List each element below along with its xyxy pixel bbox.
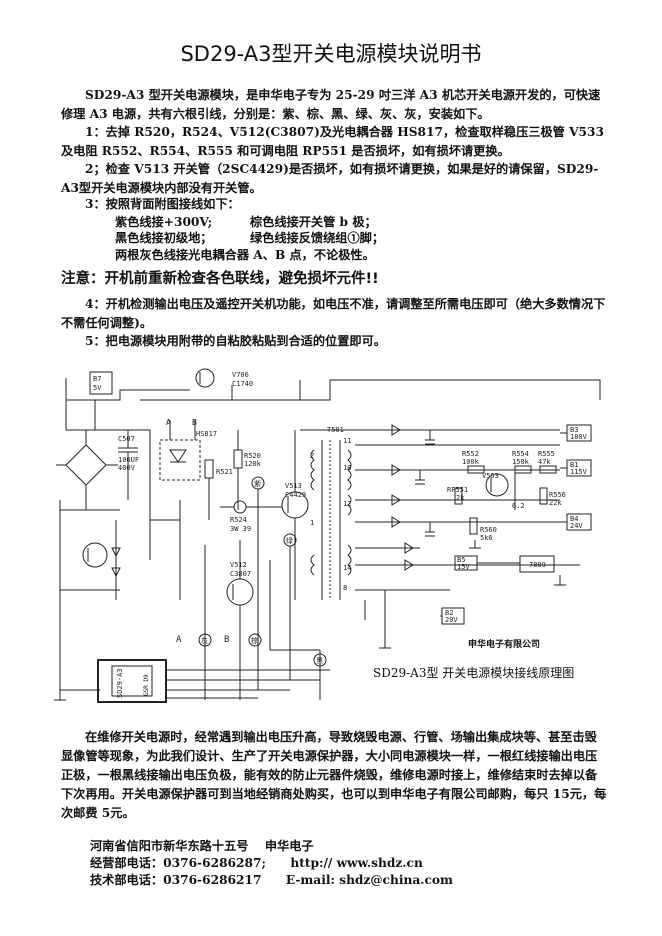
label-w11: 11 — [343, 437, 351, 445]
label-r524v: 3W 39 — [230, 525, 251, 533]
closing-paragraph: 在维修开关电源时，经常遇到输出电压升高，导致烧毁电源、行管、场输出集成块等、甚至… — [61, 730, 607, 820]
label-r560: R560 — [480, 526, 497, 534]
label-b5: B5 — [457, 556, 465, 564]
label-w1: 1 — [310, 519, 314, 527]
step-3: 3：按照背面附图接线如下： — [85, 197, 240, 211]
label-ic7809: 7809 — [529, 561, 546, 569]
label-r520v: 120k — [244, 460, 262, 468]
label-b7: B7 — [93, 375, 101, 383]
intro-paragraph: SD29-A3 型开关电源模块，是申华电子专为 25-29 吋三洋 A3 机芯开… — [61, 88, 601, 121]
label-b1: B1 — [570, 461, 578, 469]
label-a2: A — [176, 635, 182, 645]
label-r560v: 5k6 — [480, 534, 493, 542]
module-name: SD29-A3 — [116, 668, 124, 698]
label-r554v: 150k — [512, 458, 530, 466]
label-r555: R555 — [538, 450, 555, 458]
label-c507v2: 400V — [118, 464, 136, 472]
label-w14: 14 — [343, 564, 351, 572]
label-purple: 紫 — [254, 480, 261, 488]
label-r554: R554 — [512, 450, 529, 458]
step-2: 2；检查 V513 开关管（2SC4429)是否损坏，如有损坏请更换，如果是好的… — [61, 162, 599, 195]
label-c1740: C1740 — [232, 380, 253, 388]
step-5: 5：把电源模块用附带的自粘胶粘贴到合适的位置即可。 — [85, 334, 386, 348]
label-b: B — [192, 418, 197, 427]
label-hs817: HS817 — [196, 430, 217, 438]
label-r556v: 22k — [549, 499, 562, 507]
wiring-black: 黑色线接初级地； — [115, 231, 213, 245]
label-r521: R521 — [216, 468, 233, 476]
notice: 注意：开机前重新检查各色联线，避免损坏元件!! — [61, 271, 379, 287]
label-r552: R552 — [462, 450, 479, 458]
label-r552v: 100k — [462, 458, 480, 466]
label-v553: V553 — [482, 472, 499, 480]
label-black: 黑 — [316, 657, 323, 665]
label-v62: 6.2 — [512, 502, 525, 510]
step-1: 1：去掉 R520，R524、V512(C3807)及光电耦合器 HS817，检… — [61, 125, 604, 158]
label-rp551: RP551 — [447, 486, 468, 494]
label-c507v1: 100UF — [118, 456, 139, 464]
label-rp551v: 2k — [456, 494, 465, 502]
label-b3v: 180V — [570, 433, 588, 441]
label-r555v: 47k — [538, 458, 551, 466]
label-b4v: 24V — [570, 522, 583, 530]
label-v512: V512 — [230, 561, 247, 569]
label-b5v: 15V — [457, 563, 470, 571]
label-b7v: 5V — [93, 384, 102, 392]
contact-address: 河南省信阳市新华东路十五号 申华电子 — [90, 839, 314, 853]
label-green: 绿 — [286, 536, 293, 545]
label-r524: R524 — [230, 516, 247, 524]
label-a: A — [166, 418, 171, 427]
wiring-green: 绿色线接反馈绕组①脚； — [250, 231, 385, 245]
label-r520: R520 — [244, 452, 261, 460]
label-b2l: B — [224, 635, 229, 645]
label-c507: C507 — [118, 435, 135, 443]
module-sub: GSR D9 — [143, 674, 150, 696]
label-b3: B3 — [570, 426, 578, 434]
label-gray2: 棕 — [251, 636, 258, 645]
label-v513: V513 — [285, 482, 302, 490]
wiring-purple: 紫色线接+300V; — [115, 215, 213, 229]
label-c4429: C4429 — [285, 491, 306, 499]
label-w8: 8 — [343, 584, 347, 592]
label-v706: V706 — [232, 371, 249, 379]
label-w10: 10 — [343, 464, 351, 472]
label-r556: R556 — [549, 491, 566, 499]
label-c3807: C3807 — [230, 570, 251, 578]
diagram-caption: SD29-A3型 开关电源模块接线原理图 — [373, 666, 575, 680]
diagram-company-label: 申华电子有限公司 — [468, 640, 541, 650]
page-title: SD29-A3型开关电源模块说明书 — [180, 42, 482, 66]
label-b2: B2 — [445, 609, 453, 617]
label-b2v: 20V — [445, 616, 458, 624]
label-t501: T501 — [327, 426, 344, 434]
label-b1v: 115V — [570, 468, 588, 476]
contact-sales: 经营部电话：0376-6286287; http:// www.shdz.cn — [90, 856, 423, 870]
contact-tech: 技术部电话：0376-6286217 E-mail: shdz@china.co… — [90, 873, 453, 887]
step-4: 4：开机检测输出电压及遥控开关机功能，如电压不准，请调整至所需电压即可（绝大多数… — [61, 297, 606, 330]
label-w12: 12 — [343, 500, 351, 508]
label-w2: 2 — [310, 452, 314, 460]
label-b4: B4 — [570, 515, 578, 523]
label-gray1: 灰 — [201, 636, 208, 645]
wiring-gray: 两根灰色线接光电耦合器 A、B 点，不论极性。 — [115, 248, 375, 262]
wiring-brown: 棕色线接开关管 b 极； — [250, 215, 377, 229]
